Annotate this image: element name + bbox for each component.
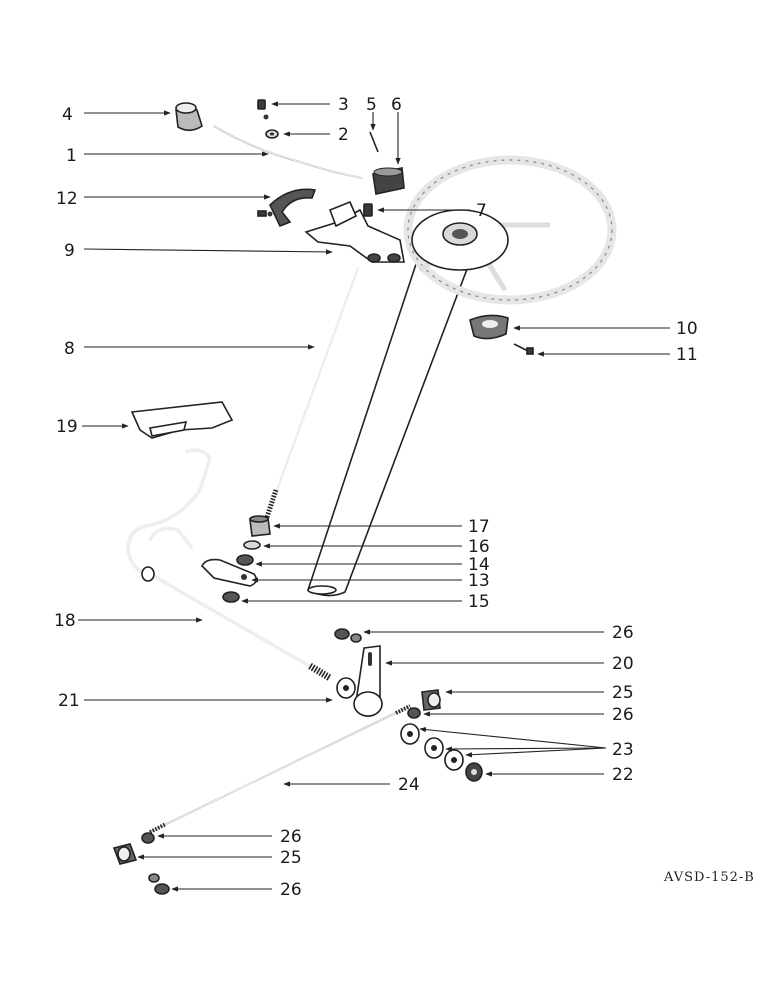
callout-14: 14: [468, 555, 490, 575]
callout-2: 2: [338, 125, 349, 145]
callout-18: 18: [54, 611, 76, 631]
callout-4: 4: [62, 105, 73, 125]
part-5-pin: [369, 131, 379, 153]
part-18-lever: [126, 448, 332, 682]
callout-20: 20: [612, 654, 634, 674]
callout-12: 12: [56, 189, 78, 209]
part-20-arm: [353, 645, 383, 717]
part-15-nut: [222, 591, 240, 603]
part-1-rod: [213, 125, 363, 179]
leader-lines: [78, 101, 670, 892]
callout-21: 21: [58, 691, 80, 711]
part-26-nut-lower-b: [148, 873, 170, 895]
part-11-bolt: [513, 343, 534, 355]
callout-13: 13: [468, 571, 490, 591]
callout-9: 9: [64, 241, 75, 261]
part-23-washers: [400, 723, 464, 771]
part-12-clip: [257, 188, 317, 228]
part-19-plate: [130, 401, 234, 439]
callout-26: 26: [280, 880, 302, 900]
callout-23: 23: [612, 740, 634, 760]
part-26-nut-right: [407, 707, 421, 719]
part-26-nut-lower-a: [141, 832, 155, 844]
callout-26: 26: [280, 827, 302, 847]
callout-7: 7: [476, 201, 487, 221]
part-9-bracket: [304, 200, 405, 263]
callout-25: 25: [612, 683, 634, 703]
part-7-spring: [363, 203, 373, 217]
callout-15: 15: [468, 592, 490, 612]
part-13-plate: [201, 558, 258, 587]
part-17-nut: [249, 515, 271, 537]
part-8-rod: [263, 267, 359, 521]
part-25-joint-upper: [421, 689, 441, 711]
callout-10: 10: [676, 319, 698, 339]
callout-11: 11: [676, 345, 698, 365]
callout-22: 22: [612, 765, 634, 785]
reference-code: AVSD-152-B: [663, 870, 755, 885]
part-26-nut-upper: [334, 628, 362, 643]
callout-25: 25: [280, 848, 302, 868]
callout-labels: 4 3 5 6 2 1 12 7 9 10 11 8 19 17 16 14 1…: [54, 95, 698, 900]
callout-16: 16: [468, 537, 490, 557]
part-21-washer: [336, 677, 356, 699]
part-16-washer: [243, 540, 261, 550]
callout-17: 17: [468, 517, 490, 537]
callout-26: 26: [612, 705, 634, 725]
part-22-nut: [465, 762, 483, 782]
part-2-washer: [265, 129, 279, 139]
steering-wheel: [403, 155, 617, 305]
callout-26: 26: [612, 623, 634, 643]
callout-19: 19: [56, 417, 78, 437]
part-10-bracket: [469, 314, 509, 340]
callout-5: 5: [366, 95, 377, 115]
callout-1: 1: [66, 146, 77, 166]
callout-8: 8: [64, 339, 75, 359]
callout-6: 6: [391, 95, 402, 115]
part-4-knob: [175, 102, 203, 132]
part-25-joint-lower: [112, 843, 138, 865]
callout-3: 3: [338, 95, 349, 115]
steering-column: [307, 239, 480, 597]
part-24-rod: [149, 704, 411, 834]
part-14-washer: [236, 554, 254, 566]
part-6-sleeve: [372, 167, 405, 195]
part-3-screw: [257, 99, 269, 120]
callout-24: 24: [398, 775, 420, 795]
